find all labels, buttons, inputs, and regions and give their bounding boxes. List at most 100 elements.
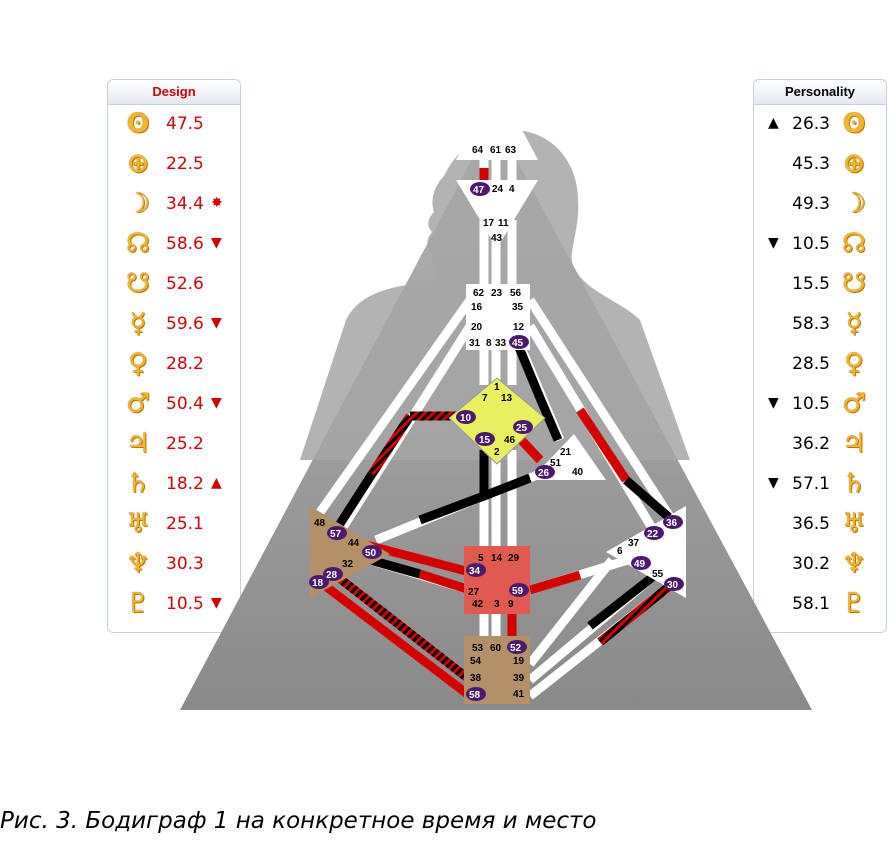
gate: 16 <box>471 302 483 313</box>
mars-icon: ♂ <box>125 388 151 419</box>
uranus-icon: ♅ <box>125 508 151 539</box>
design-value: 47.5 <box>166 114 204 134</box>
personality-row: ☽49.3 <box>754 186 886 222</box>
design-row: ♄ 18.2 ▲ <box>108 466 240 502</box>
personality-value: 28.5 <box>792 354 830 374</box>
personality-row: ☊ 10.5 ▼ <box>754 226 886 262</box>
gate: 1 <box>494 382 500 393</box>
north-node-icon: ☊ <box>126 228 150 259</box>
personality-row: ⊕ 45.3 <box>754 146 886 182</box>
svg-text:10: 10 <box>460 413 472 424</box>
svg-text:49: 49 <box>634 559 646 570</box>
gate-badge: 18 <box>309 575 329 589</box>
jupiter-icon: ♃ <box>841 428 867 459</box>
personality-value: 10.5 <box>792 394 830 414</box>
fixing-mark-icon: ▲ <box>211 475 222 491</box>
design-value: 59.6 <box>166 314 204 334</box>
svg-text:50: 50 <box>365 548 377 559</box>
neptune-icon: ♆ <box>125 548 151 579</box>
gate: 29 <box>508 553 520 564</box>
svg-text:18: 18 <box>312 578 324 589</box>
gate-badge: 49 <box>631 556 651 570</box>
personality-row: ♄57.1▼ <box>754 466 886 502</box>
ajna-center <box>456 180 538 248</box>
personality-value: 10.5 <box>792 234 830 254</box>
pluto-icon: ♇ <box>841 588 867 619</box>
personality-value: 45.3 <box>792 154 830 174</box>
gate: 46 <box>504 435 516 446</box>
design-row: ♃25.2 <box>108 426 240 462</box>
design-value: 25.1 <box>166 514 204 534</box>
svg-text:36: 36 <box>666 518 678 529</box>
design-value: 52.6 <box>166 274 204 294</box>
gate: 61 <box>490 145 502 156</box>
gate: 60 <box>490 643 502 654</box>
earth-icon: ⊕ <box>842 148 866 179</box>
gate: 43 <box>491 233 503 244</box>
personality-row: ♀28.5 <box>754 346 886 382</box>
personality-row: ☋15.5 <box>754 266 886 302</box>
personality-row: ☿ 58.3 <box>754 306 886 342</box>
fixing-mark-icon: ▼ <box>211 315 222 331</box>
gate: 64 <box>472 145 484 156</box>
gate-badge: 45 <box>509 335 529 349</box>
gate-badge: 30 <box>664 577 684 591</box>
svg-text:26: 26 <box>538 468 550 479</box>
design-value: 18.2 <box>166 474 204 494</box>
gate-badge: 50 <box>362 545 382 559</box>
gate: 32 <box>342 559 354 570</box>
gate: 21 <box>560 447 572 458</box>
moon-icon: ☽ <box>125 188 151 219</box>
design-row: ☿ 59.6 ▼ <box>108 306 240 342</box>
design-row: ☽34.4✸ <box>108 186 240 222</box>
gate: 24 <box>492 184 504 195</box>
gate: 63 <box>505 145 517 156</box>
mars-icon: ♂ <box>841 388 867 419</box>
design-row: ♇10.5▼ <box>108 586 240 622</box>
personality-value: 36.5 <box>792 514 830 534</box>
g-center <box>448 377 546 465</box>
personality-value: 58.3 <box>792 314 830 334</box>
design-row: ♆30.3 <box>108 546 240 582</box>
saturn-icon: ♄ <box>841 468 867 499</box>
svg-text:30: 30 <box>667 580 679 591</box>
fixing-mark-icon: ▼ <box>768 235 779 251</box>
gate: 12 <box>513 322 525 333</box>
fixing-mark-icon: ▼ <box>211 395 222 411</box>
figure-caption: Рис. 3. Бодиграф 1 на конкретное время и… <box>0 808 597 834</box>
design-title: Design <box>108 80 240 105</box>
svg-text:58: 58 <box>469 690 481 701</box>
north-node-icon: ☊ <box>842 228 866 259</box>
gate: 11 <box>498 218 509 229</box>
design-row: ☋52.6 <box>108 266 240 302</box>
gate-badge: 59 <box>509 583 529 597</box>
gate-badge: 58 <box>466 687 486 701</box>
south-node-icon: ☋ <box>842 268 866 299</box>
svg-text:57: 57 <box>330 529 342 540</box>
gate-labels: 64 61 63 24 4 17 11 43 62 23 56 16 35 20… <box>314 145 664 700</box>
svg-text:25: 25 <box>516 423 528 434</box>
fixing-mark-icon: ▲ <box>768 115 779 131</box>
jupiter-icon: ♃ <box>125 428 151 459</box>
design-value: 22.5 <box>166 154 204 174</box>
personality-value: 49.3 <box>792 194 830 214</box>
personality-value: 30.2 <box>792 554 830 574</box>
gate: 44 <box>348 538 360 549</box>
solar-plexus-center <box>606 506 686 598</box>
gate: 8 <box>486 338 492 349</box>
gate: 38 <box>470 673 482 684</box>
personality-value: 36.2 <box>792 434 830 454</box>
gate-badge: 26 <box>535 465 555 479</box>
gate: 35 <box>512 302 524 313</box>
mercury-icon: ☿ <box>129 308 147 339</box>
gate-badge: 22 <box>644 526 664 540</box>
gate-badge: 25 <box>513 420 533 434</box>
gate-badge: 34 <box>466 563 486 577</box>
mercury-icon: ☿ <box>845 308 863 339</box>
saturn-icon: ♄ <box>125 468 151 499</box>
gate: 33 <box>495 338 507 349</box>
